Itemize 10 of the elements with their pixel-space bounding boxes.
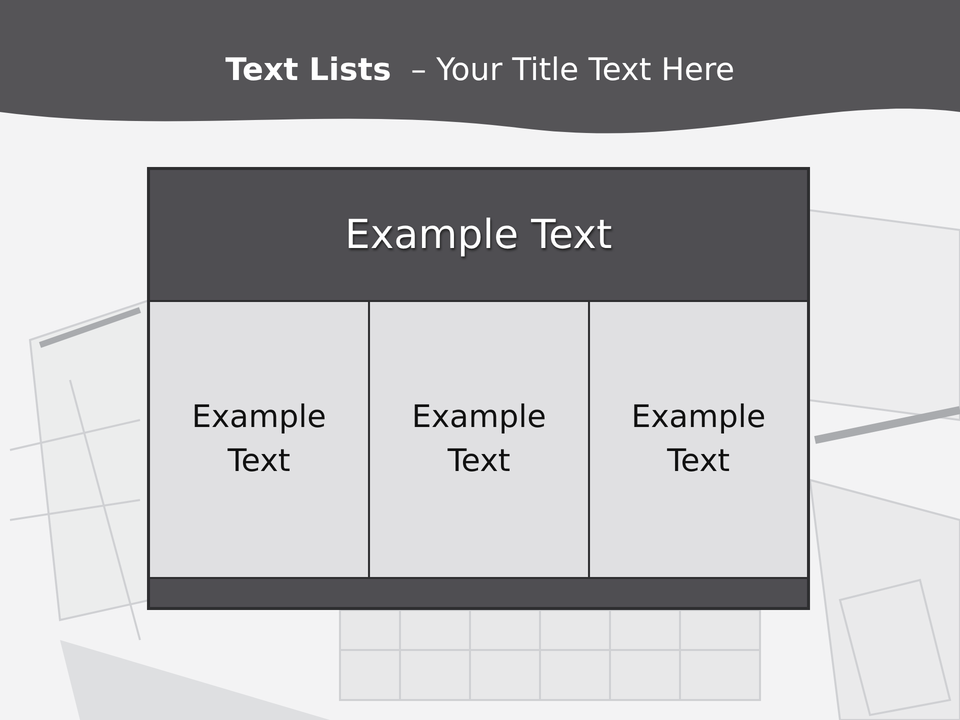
content-cell xyxy=(588,300,809,579)
cell-text: Example Text xyxy=(410,398,548,480)
cell-text: Example Text xyxy=(630,398,767,480)
bottom-bar xyxy=(148,577,809,609)
cell-text: Example Text xyxy=(344,212,612,258)
cell-text: Example Text xyxy=(190,398,328,480)
content-cell xyxy=(148,300,370,579)
content-cell xyxy=(368,300,590,579)
slide-title: Text Lists – Your Title Text Here xyxy=(224,52,736,88)
header-box xyxy=(148,168,809,302)
